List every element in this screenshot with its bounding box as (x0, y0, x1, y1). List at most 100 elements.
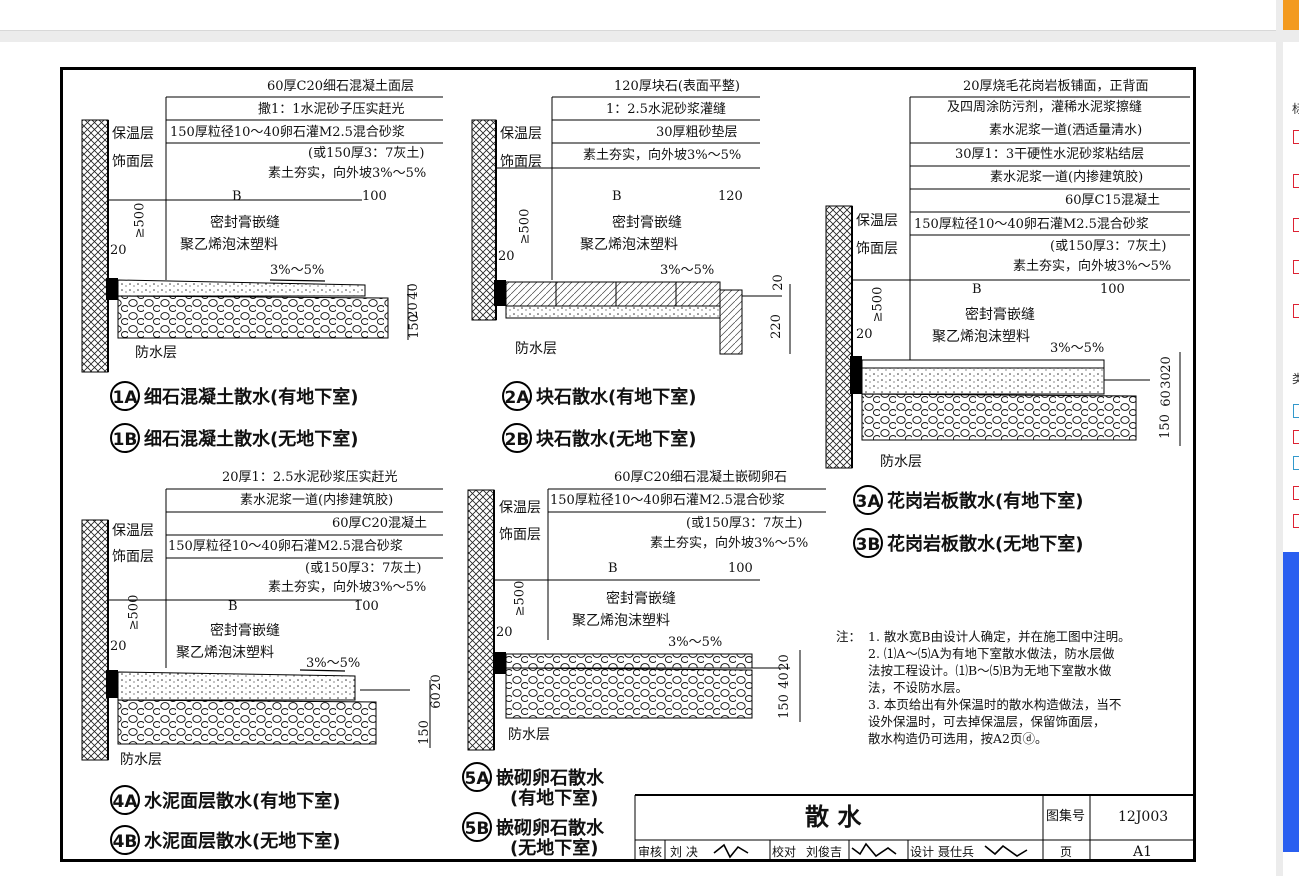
d4-dim-v3: 150 (416, 720, 432, 745)
detail-3-drawing (825, 96, 1190, 469)
d5-dim-v2: 40 (776, 672, 792, 689)
d3-finish-label: 饰面层 (856, 241, 898, 257)
note-line: 1. 散水宽B由设计人确定，并在施工图中注明。 (868, 629, 1131, 644)
d5-dim-w: 100 (728, 561, 753, 576)
d3-dim-b: B (972, 282, 982, 297)
check-label: 校对 (772, 845, 797, 859)
d1-foam-label: 聚乙烯泡沫塑料 (180, 237, 278, 253)
d4-dim-v1: 20 (428, 674, 444, 691)
d4-seal-label: 密封膏嵌缝 (210, 623, 280, 639)
d2-foam-label: 聚乙烯泡沫塑料 (580, 237, 678, 253)
reviewer-name: 刘 决 (670, 845, 698, 859)
sidebar-item-icon[interactable] (1293, 486, 1299, 500)
detail-title-text: 嵌砌卵石散水 (496, 818, 604, 839)
d5-slope: 3%～5% (668, 635, 723, 650)
d2-dim-w: 120 (718, 189, 743, 204)
d4-dim-20: 20 (110, 639, 127, 654)
signature-reviewer (713, 843, 749, 859)
d3-spec-line: 素水泥浆一道(洒适量清水) (989, 123, 1143, 138)
d1-spec-line: 撒1：1水泥砂子压实赶光 (258, 102, 405, 117)
d4-spec-line: 素水泥浆一道(内掺建筑胶) (240, 493, 394, 508)
d4-spec-line: 150厚粒径10～40卵石灌M2.5混合砂浆 (168, 539, 403, 554)
sidebar-item-icon[interactable] (1293, 304, 1299, 318)
orange-tab[interactable] (1283, 0, 1299, 30)
d2-finish-label: 饰面层 (500, 154, 542, 170)
d3-dim-20: 20 (856, 327, 873, 342)
atlas-number-label: 图集号 (1046, 809, 1086, 824)
detail-2-drawing (471, 96, 791, 355)
d3-dim-v2: 30 (1158, 372, 1174, 389)
d5-spec-line: 150厚粒径10～40卵石灌M2.5混合砂浆 (550, 493, 785, 508)
d4-foam-label: 聚乙烯泡沫塑料 (176, 645, 274, 661)
note-line: 3. 本页给出有外保温时的散水构造做法，当不 (868, 697, 1122, 712)
sidebar-item-icon[interactable] (1293, 430, 1299, 444)
d1-waterproof-label: 防水层 (135, 345, 177, 361)
d2-seal-label: 密封膏嵌缝 (612, 215, 682, 231)
notes-heading: 注： (836, 629, 862, 644)
detail-title-text: 花岗岩板散水(有地下室) (887, 491, 1084, 512)
design-label: 设计 (910, 845, 935, 859)
d4-dim-v2: 60 (428, 692, 444, 709)
sidebar-label: 类 (1292, 372, 1299, 386)
sheet-title: 散 水 (805, 803, 862, 831)
d5-dim-v3: 150 (776, 694, 792, 719)
d5-dim-500: ≥500 (512, 580, 528, 617)
sidebar-item-icon[interactable] (1293, 218, 1299, 232)
d1-spec-line: 150厚粒径10～40卵石灌M2.5混合砂浆 (170, 125, 405, 140)
detail-mark: 1B (110, 423, 140, 453)
d3-spec-line: 30厚1：3干硬性水泥砂浆粘结层 (955, 147, 1145, 162)
note-line: 法，不设防水层。 (868, 680, 969, 695)
d5-insulation-label: 保温层 (499, 500, 541, 516)
note-line: 2. ⑴A～⑸A为有地下室散水做法，防水层做 (868, 646, 1115, 661)
page-label: 页 (1060, 845, 1073, 859)
d3-insulation-label: 保温层 (856, 213, 898, 229)
d1-finish-label: 饰面层 (112, 154, 154, 170)
d1-slope: 3%～5% (270, 263, 325, 278)
d3-spec-line: 素水泥浆一道(内掺建筑胶) (990, 170, 1144, 185)
sidebar-item-icon[interactable] (1293, 260, 1299, 274)
note-line: 设外保温时，可去掉保温层，保留饰面层， (868, 714, 1106, 729)
detail-1-drawing (81, 96, 443, 373)
d1-spec-line: 素土夯实，向外坡3%～5% (268, 166, 427, 181)
d5-spec-line: 60厚C20细石混凝土嵌砌卵石 (614, 470, 788, 485)
d4-dim-w: 100 (354, 599, 379, 614)
d3-spec-line: 20厚烧毛花岗岩板铺面，正背面 (963, 79, 1149, 94)
detail-title-text: 细石混凝土散水(有地下室) (144, 387, 359, 408)
sidebar-item-icon[interactable] (1293, 514, 1299, 528)
d3-dim-w: 100 (1100, 282, 1125, 297)
sidebar-item-icon[interactable] (1293, 404, 1299, 418)
d3-spec-line: 素土夯实，向外坡3%～5% (1013, 259, 1172, 274)
page-number: A1 (1133, 844, 1153, 860)
right-sidebar: 标 类 (1283, 42, 1299, 876)
d2-dim-b: B (612, 189, 622, 204)
d1-dim-b: B (232, 189, 242, 204)
sidebar-item-icon[interactable] (1293, 130, 1299, 144)
d2-slope: 3%～5% (660, 263, 715, 278)
checker-name: 刘俊吉 (806, 845, 843, 859)
d3-seal-label: 密封膏嵌缝 (965, 307, 1035, 323)
d3-waterproof-label: 防水层 (880, 454, 922, 470)
detail-title-text: 细石混凝土散水(无地下室) (144, 429, 359, 450)
d2-spec-line: 30厚粗砂垫层 (656, 125, 738, 140)
d1-insulation-label: 保温层 (112, 126, 154, 142)
detail-mark: 3A (853, 485, 883, 515)
sidebar-item-icon[interactable] (1293, 456, 1299, 470)
note-line: 法按工程设计。⑴B～⑸B为无地下室散水做 (868, 663, 1112, 678)
d2-dim-v1: 20 (770, 274, 786, 291)
d3-spec-line: 及四周涂防污剂，灌稀水泥浆擦缝 (947, 100, 1143, 115)
d2-dim-20: 20 (498, 249, 515, 264)
d3-dim-v4: 150 (1157, 414, 1173, 439)
d3-slope: 3%～5% (1050, 341, 1105, 356)
sidebar-item-icon[interactable] (1293, 174, 1299, 188)
d5-seal-label: 密封膏嵌缝 (606, 591, 676, 607)
detail-title-text: 块石散水(无地下室) (536, 429, 697, 450)
detail-title-text: 块石散水(有地下室) (536, 387, 697, 408)
detail-title-text: 水泥面层散水(有地下室) (144, 791, 341, 812)
d3-dim-500: ≥500 (870, 286, 886, 323)
d2-spec-line: 1：2.5水泥砂浆灌缝 (606, 102, 726, 117)
